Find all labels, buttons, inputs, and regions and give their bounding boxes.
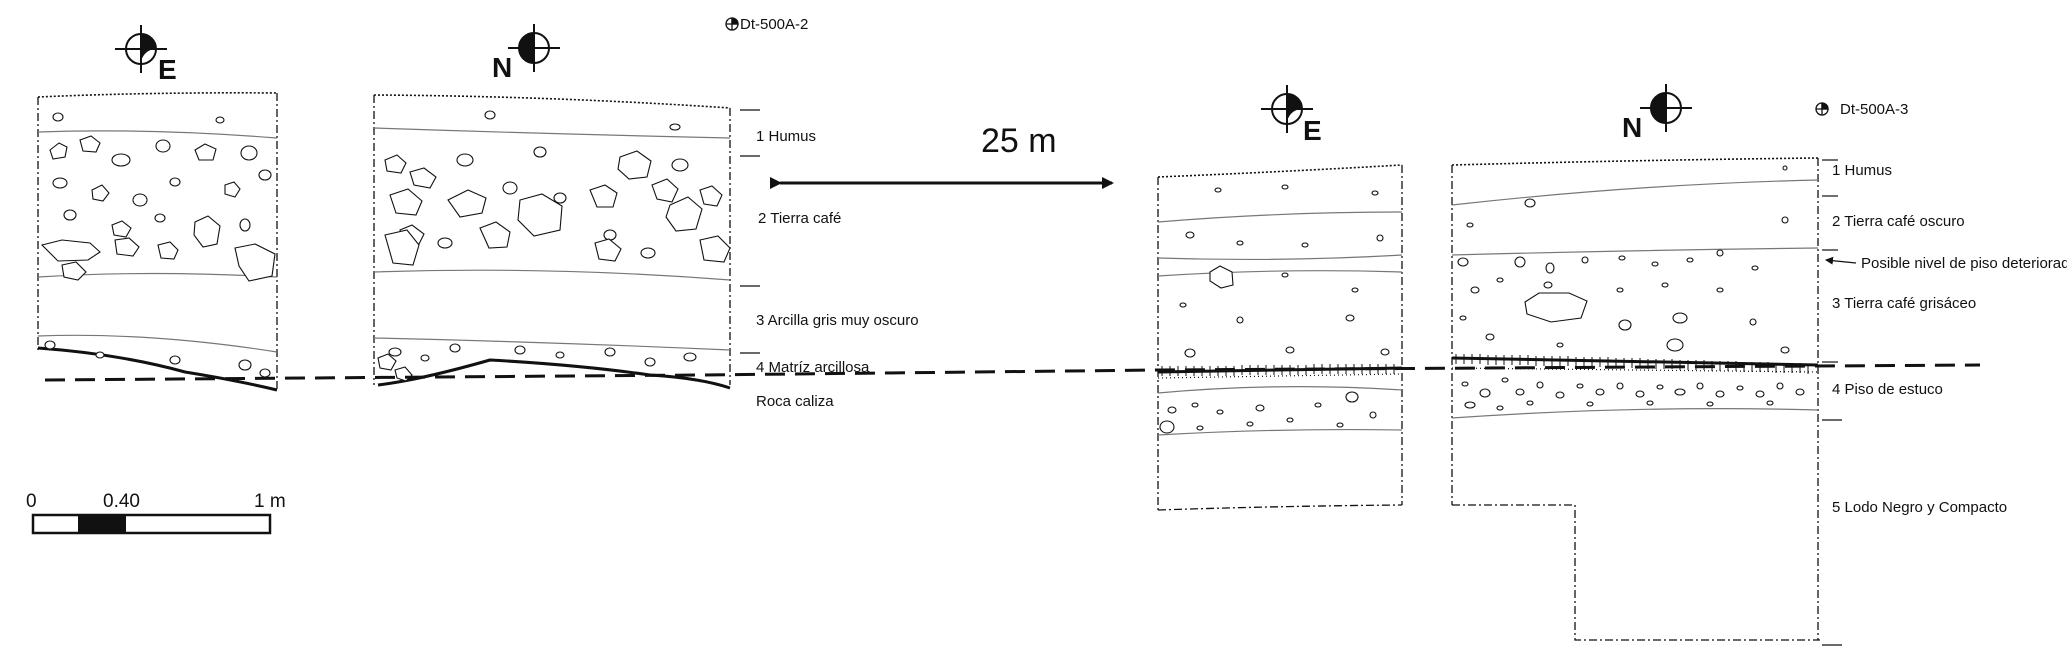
profile-b-site-icon: [1815, 102, 1829, 116]
profile-a-layer-3: 3 Arcilla gris muy oscuro: [756, 312, 919, 329]
profile-a-layer-ticks: [740, 109, 760, 354]
profile-b-east-face: [1157, 164, 1403, 511]
profile-a-layer-4: 4 Matríz arcillosa: [756, 359, 870, 376]
profile-b-stones-east: [1159, 184, 1390, 434]
profile-b-east-label: E: [1303, 115, 1322, 146]
profile-a-site-icon: [725, 17, 739, 31]
profile-b-layer-5: 5 Lodo Negro y Compacto: [1832, 499, 2007, 516]
scale-bar: 0 0.40 1 m: [26, 491, 286, 535]
distance-indicator: 25 m: [770, 122, 1114, 189]
profile-b-floor-hatching: [1161, 354, 1809, 376]
profile-b: Dt-500A-3 1 Humus 2 Tierra café oscuro 3…: [1157, 84, 2067, 646]
profile-b-annotation: Posible nivel de piso deteriorado: [1861, 255, 2067, 272]
scale-start-label: 0: [26, 491, 37, 512]
profile-b-north-label: N: [1622, 112, 1642, 143]
profile-a-north-label: N: [492, 52, 512, 83]
profile-a-east-label: E: [158, 54, 177, 85]
profile-b-north-face: [1451, 157, 1820, 641]
distance-label: 25 m: [981, 122, 1057, 160]
scale-mid-label: 0.40: [103, 491, 140, 512]
profile-a-stones-north: [377, 110, 731, 382]
profile-a: Dt-500A-2 1 Humus 2 Tierra café 3 Arcill…: [37, 16, 919, 410]
profile-a-id: Dt-500A-2: [740, 16, 808, 33]
scale-bar-outline: [31, 513, 272, 535]
profile-a-layer-2: 2 Tierra café: [758, 210, 841, 227]
profile-a-bedrock: Roca caliza: [756, 393, 834, 410]
compass-icon: [115, 25, 167, 73]
profile-b-layer-4: 4 Piso de estuco: [1832, 381, 1943, 398]
compass-icon: [508, 24, 560, 72]
compass-icon: [1261, 85, 1313, 133]
profile-b-layer-1: 1 Humus: [1832, 162, 1892, 179]
profile-a-north-face: [373, 94, 731, 390]
profile-b-id: Dt-500A-3: [1840, 101, 1908, 118]
compass-icon: [1640, 84, 1692, 132]
scale-end-label: 1 m: [254, 491, 286, 512]
profile-a-stones-east: [40, 112, 276, 378]
profile-b-layer-2: 2 Tierra café oscuro: [1832, 213, 1965, 230]
profile-b-layer-ticks: [1822, 159, 1842, 646]
profile-a-east-face: [37, 92, 278, 392]
scale-bar-fill: [78, 515, 126, 533]
annotation-arrow: [1825, 256, 1857, 265]
profile-b-stones-north: [1457, 165, 1805, 411]
datum-line: [44, 363, 1981, 382]
profile-a-layer-1: 1 Humus: [756, 128, 816, 145]
profile-b-layer-3: 3 Tierra café grisáceo: [1832, 295, 1976, 312]
